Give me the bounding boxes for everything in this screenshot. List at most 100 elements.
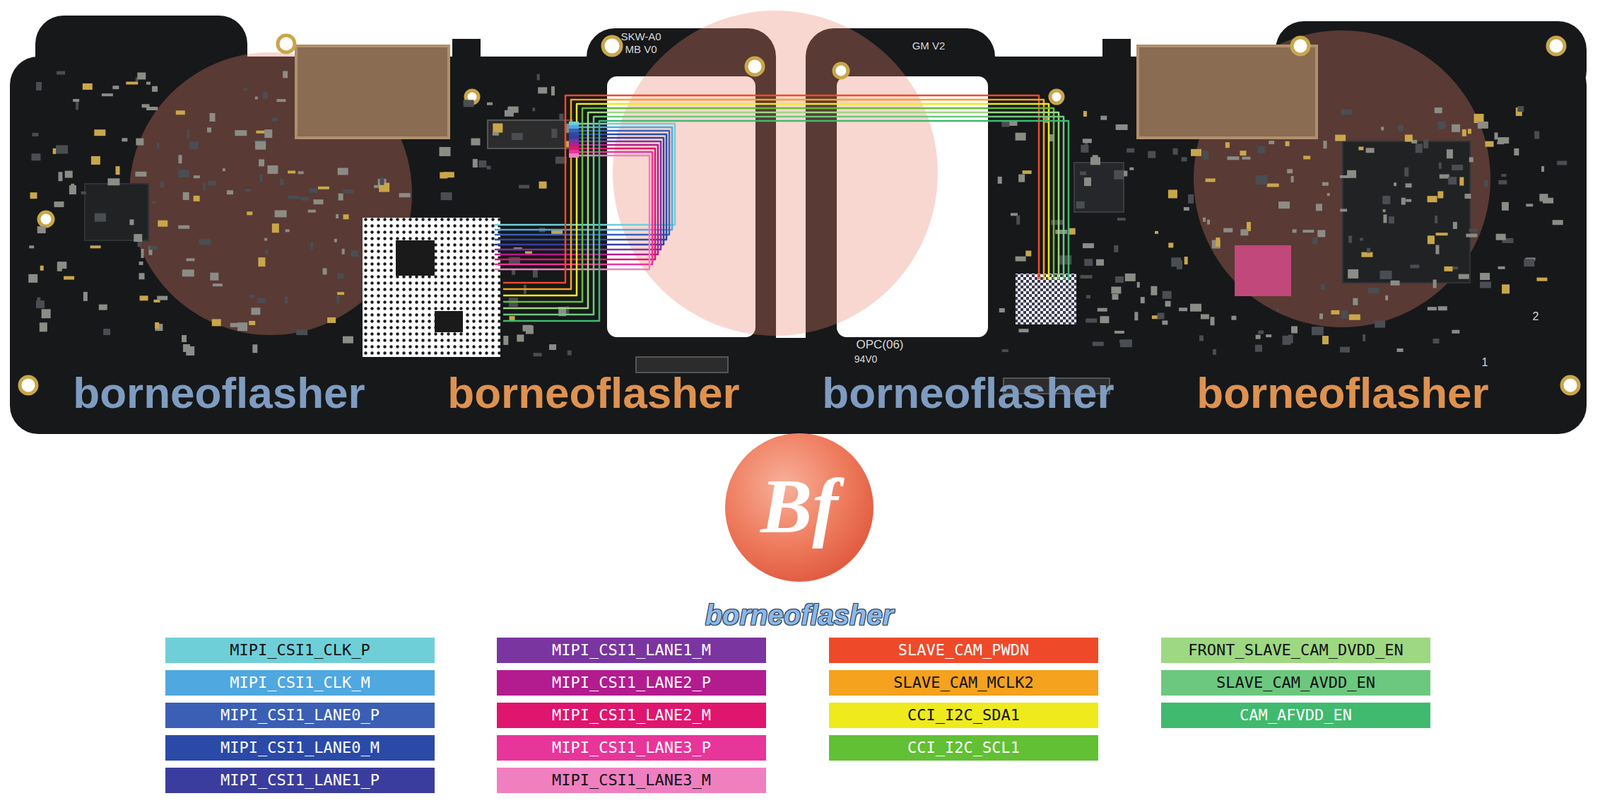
legend-label: MIPI_CSI1_LANE0_M <box>220 739 380 756</box>
smd-component <box>133 233 143 242</box>
smd-component <box>151 86 158 92</box>
smd-component <box>1446 149 1454 159</box>
smd-component <box>1226 156 1239 160</box>
smd-component <box>379 177 384 186</box>
smd-component <box>1084 177 1092 186</box>
smd-component <box>1100 115 1107 121</box>
signal-trace <box>494 148 656 260</box>
smd-component <box>1200 313 1210 319</box>
smd-component <box>296 329 308 335</box>
signal-trace <box>494 141 661 250</box>
legend-label: FRONT_SLAVE_CAM_DVDD_EN <box>1187 642 1404 658</box>
smd-component <box>1448 176 1457 185</box>
smd-component <box>1496 141 1504 145</box>
smd-component <box>342 336 354 344</box>
smd-component <box>56 71 66 75</box>
smd-component <box>91 156 101 165</box>
smd-component <box>1366 147 1375 153</box>
smd-component <box>276 98 286 102</box>
smd-component <box>1302 229 1314 233</box>
smd-component <box>511 269 516 275</box>
smd-component <box>234 130 247 136</box>
smd-component <box>470 138 480 146</box>
smd-component <box>1082 138 1092 143</box>
smd-component <box>1115 124 1128 131</box>
smd-component <box>1434 215 1438 224</box>
smd-component <box>255 141 266 150</box>
smd-component <box>1334 134 1346 142</box>
smd-component <box>1120 339 1133 347</box>
pcb-tab <box>1102 38 1131 68</box>
smd-component <box>1255 344 1263 352</box>
legend-label: MIPI_CSI1_LANE3_P <box>551 739 711 756</box>
smd-component <box>1415 143 1423 153</box>
smd-component <box>40 265 44 271</box>
smd-component <box>39 322 48 332</box>
smd-component <box>1084 258 1093 266</box>
smd-component <box>1382 195 1391 205</box>
legend-swatch: MIPI_CSI1_LANE1_M <box>496 637 767 663</box>
silkscreen-text: MB V0 <box>624 43 657 56</box>
smd-component <box>137 72 146 80</box>
smd-component <box>1190 303 1202 312</box>
smd-component <box>999 308 1005 313</box>
smd-component <box>112 85 119 90</box>
smd-component <box>182 269 195 277</box>
smd-component <box>1223 228 1233 233</box>
smd-component <box>107 178 120 186</box>
mounting-hole <box>1291 37 1309 55</box>
smd-component <box>31 153 41 161</box>
logo-mark: Bf <box>760 463 839 550</box>
smd-component <box>284 296 289 304</box>
smd-component <box>121 137 128 142</box>
smd-component <box>53 201 64 208</box>
smd-component <box>212 318 222 326</box>
smd-component <box>1361 252 1373 258</box>
smd-component <box>146 81 151 85</box>
smd-component <box>525 325 534 334</box>
smd-component <box>249 294 255 299</box>
smd-component <box>90 245 102 249</box>
smd-component <box>1362 334 1366 342</box>
smd-component <box>337 273 345 280</box>
smd-component <box>1349 314 1361 321</box>
smd-component <box>1320 283 1326 290</box>
smd-component <box>1257 330 1264 334</box>
mounting-hole <box>277 35 295 53</box>
smd-component <box>1134 311 1138 321</box>
legend-label: SLAVE_CAM_PWDN <box>898 642 1029 658</box>
smd-component <box>285 228 290 232</box>
smd-component <box>1303 155 1311 160</box>
smd-component <box>264 238 268 241</box>
smd-component <box>1479 281 1492 288</box>
smd-component <box>313 199 324 205</box>
smd-component <box>207 180 217 186</box>
smd-component <box>1317 229 1326 237</box>
smd-component <box>265 249 269 255</box>
smd-component <box>1359 238 1364 241</box>
smd-component <box>336 295 340 304</box>
smd-component <box>140 248 144 258</box>
smd-component <box>282 70 288 78</box>
signal-trace <box>494 155 650 270</box>
bga-void <box>434 310 463 333</box>
smd-component <box>1173 148 1179 155</box>
smd-component <box>1340 108 1352 115</box>
smd-component <box>189 141 199 150</box>
smd-component <box>134 171 147 177</box>
smd-component <box>1405 183 1413 188</box>
smd-component <box>1117 217 1126 221</box>
smd-component <box>193 175 200 179</box>
smd-component <box>1439 174 1450 179</box>
smd-component <box>1451 124 1461 133</box>
smd-component <box>154 322 160 329</box>
smd-component <box>1165 301 1172 307</box>
smd-component <box>137 240 143 247</box>
smd-component <box>1459 177 1464 186</box>
smd-component <box>29 192 37 199</box>
smd-component <box>36 81 42 91</box>
smd-component <box>279 178 285 186</box>
smd-component <box>1110 286 1121 294</box>
mounting-hole <box>1547 37 1565 55</box>
smd-component <box>185 257 195 261</box>
